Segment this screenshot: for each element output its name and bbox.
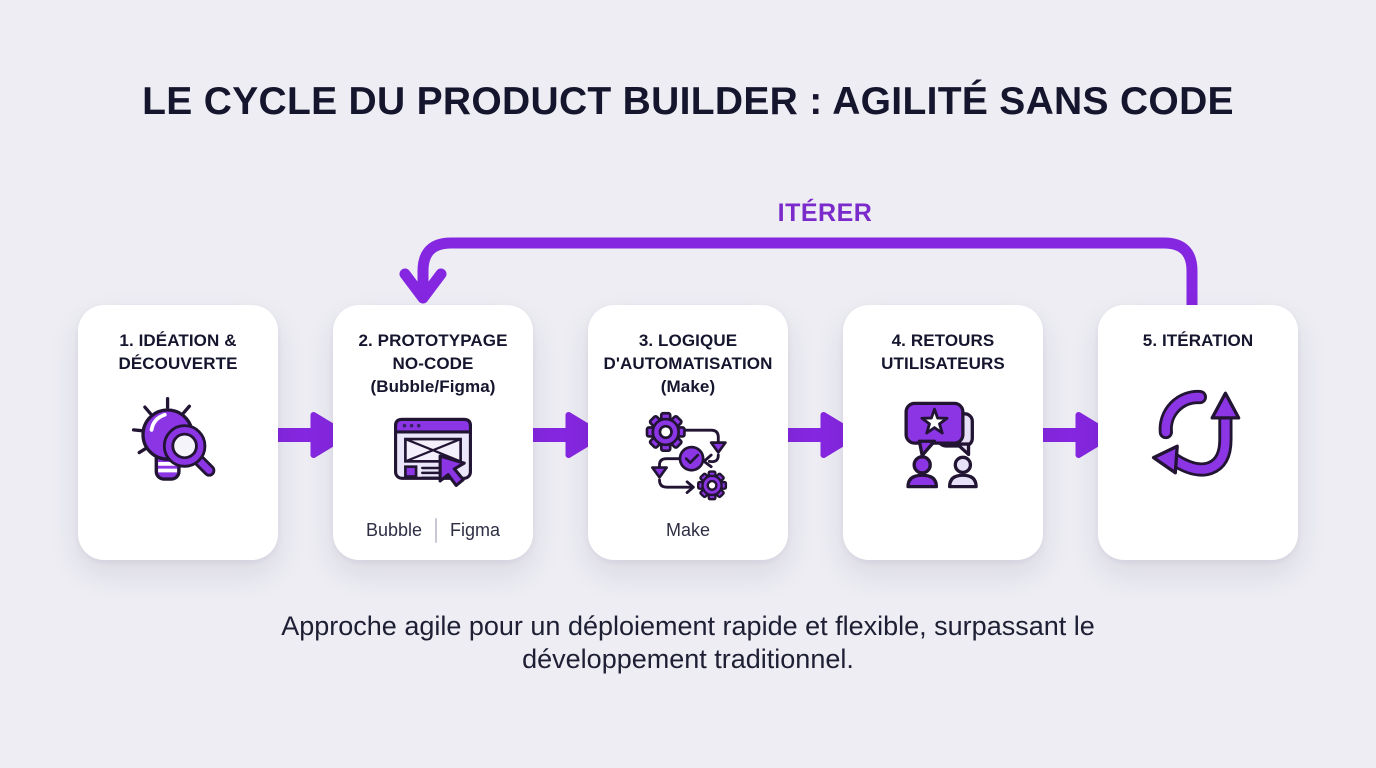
step-card-automatisation: 3. LOGIQUE D'AUTOMATISATION (Make): [588, 305, 788, 560]
tool-label-figma: Figma: [450, 519, 501, 540]
page-title: LE CYCLE DU PRODUCT BUILDER : AGILITÉ SA…: [142, 80, 1234, 123]
footer-description: Approche agile pour un déploiement rapid…: [281, 611, 1095, 675]
lightbulb-magnifier-icon: [126, 376, 230, 514]
step-title: 1. IDÉATION & DÉCOUVERTE: [118, 331, 238, 373]
gears-workflow-icon: [639, 398, 737, 514]
chat-feedback-users-icon: [891, 376, 995, 514]
browser-wireframe-cursor-icon: [384, 398, 482, 514]
steps-row: 1. IDÉATION & DÉCOUVERTE: [78, 305, 1298, 560]
tools-row: Bubble Figma: [366, 514, 500, 546]
tools-row: Make: [666, 514, 710, 546]
loop-arrowhead-down-icon: [399, 268, 447, 304]
step-title: 2. PROTOTYPAGE NO-CODE (Bubble/Figma): [358, 331, 508, 396]
tool-label-make: Make: [665, 519, 710, 540]
iterate-label: ITÉRER: [777, 199, 873, 227]
tools-divider: [435, 517, 438, 543]
step-card-ideation: 1. IDÉATION & DÉCOUVERTE: [78, 305, 278, 560]
step-title: 3. LOGIQUE D'AUTOMATISATION (Make): [603, 331, 773, 396]
step-card-iteration: 5. ITÉRATION: [1098, 305, 1298, 560]
tool-label-bubble: Bubble: [365, 519, 423, 540]
iteration-loop-arrow: [399, 237, 1198, 312]
step-title: 4. RETOURS UTILISATEURS: [881, 331, 1005, 373]
step-card-retours: 4. RETOURS UTILISATEURS: [843, 305, 1043, 560]
cycle-refresh-icon: [1146, 353, 1250, 514]
step-title: 5. ITÉRATION: [1142, 331, 1254, 350]
step-card-prototypage: 2. PROTOTYPAGE NO-CODE (Bubble/Figma): [333, 305, 533, 560]
